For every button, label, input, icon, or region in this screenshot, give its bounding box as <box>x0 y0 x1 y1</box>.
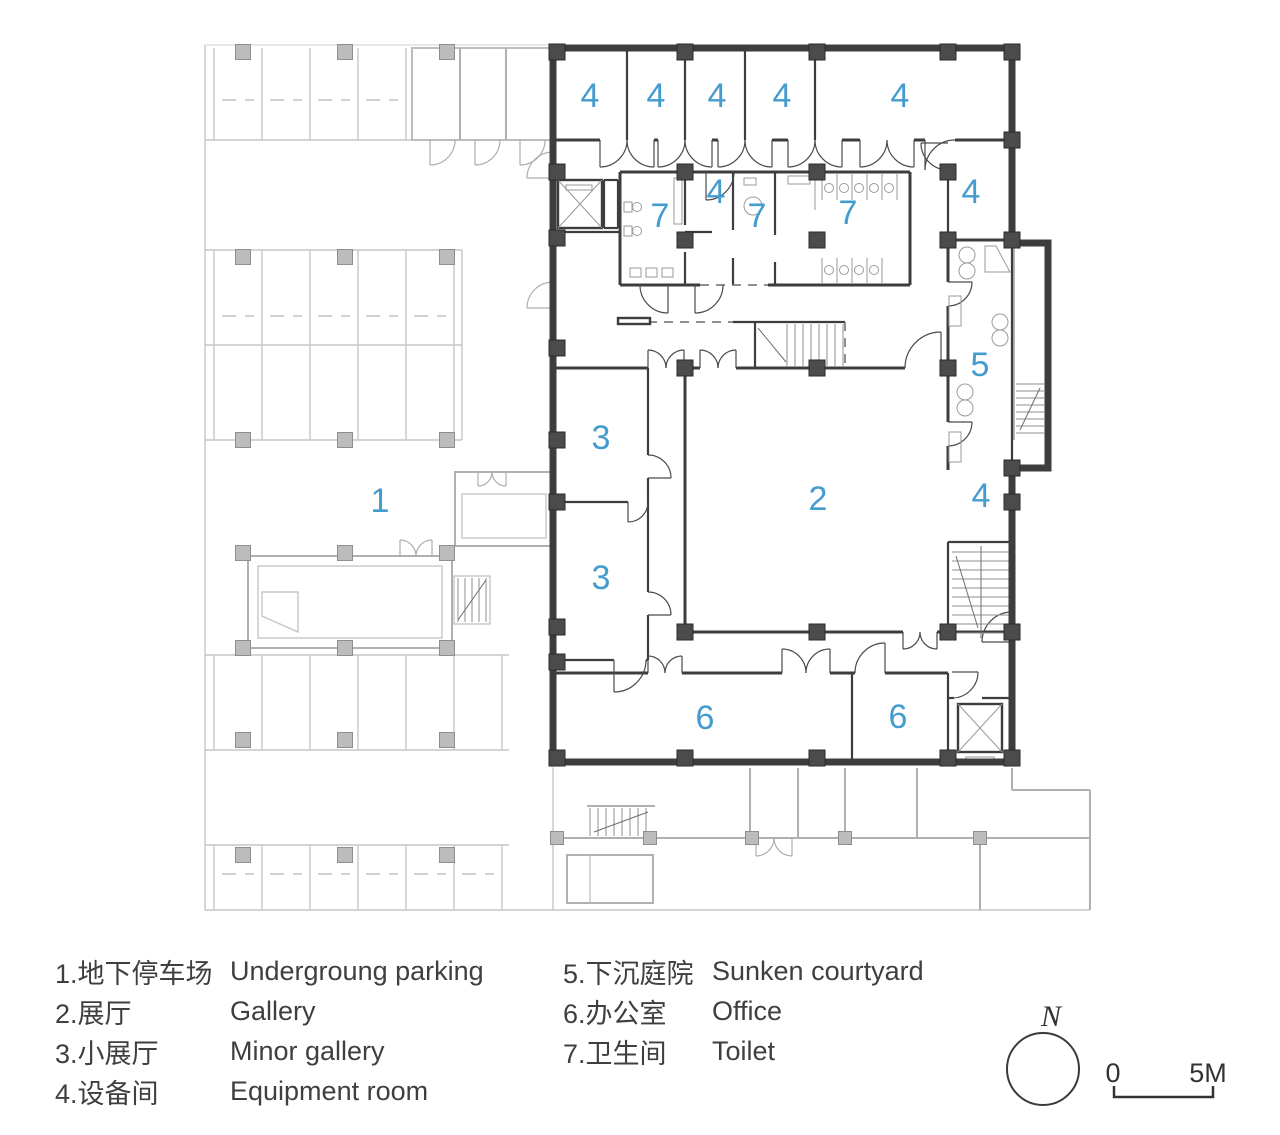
scale-start-label: 0 <box>1105 1058 1120 1088</box>
legend-row: 3.小展厅 Minor gallery <box>55 1031 484 1071</box>
scale-bar: 0 5M <box>1105 1058 1227 1099</box>
room-label: 4 <box>647 77 666 115</box>
door-swings <box>526 139 1013 699</box>
room-number-labels: 4 4 4 4 4 4 7 7 7 4 5 3 2 4 3 6 6 1 <box>371 77 991 737</box>
legend-left-column: 1.地下停车场 Undergroung parking 2.展厅 Gallery… <box>55 951 484 1111</box>
room-label: 6 <box>889 698 908 736</box>
room-label: 3 <box>592 559 611 597</box>
legend-row: 6.办公室 Office <box>563 991 924 1031</box>
interior-walls <box>553 138 1012 675</box>
legend-label-en: Minor gallery <box>230 1035 385 1066</box>
legend-label-zh: 4.设备间 <box>55 1078 159 1109</box>
legend-label-zh: 1.地下停车场 <box>55 958 213 989</box>
north-label: N <box>1040 1000 1063 1033</box>
legend-label-zh: 6.办公室 <box>563 998 667 1029</box>
legend-row: 5.下沉庭院 Sunken courtyard <box>563 951 924 991</box>
room-label: 6 <box>696 699 715 737</box>
legend-row: 1.地下停车场 Undergroung parking <box>55 951 484 991</box>
sunken-courtyard-furniture <box>948 245 1011 463</box>
legend-row: 7.卫生间 Toilet <box>563 1031 924 1071</box>
room-label: 7 <box>651 197 670 235</box>
legend-label-en: Sunken courtyard <box>712 955 924 986</box>
north-arrow-icon: N <box>1006 1000 1080 1106</box>
legend-label-zh: 7.卫生间 <box>563 1038 667 1069</box>
legend-right-column: 5.下沉庭院 Sunken courtyard 6.办公室 Office 7.卫… <box>563 951 924 1071</box>
room-label: 4 <box>581 77 600 115</box>
room-label: 4 <box>962 173 981 211</box>
legend-row: 4.设备间 Equipment room <box>55 1071 484 1111</box>
legend-row: 2.展厅 Gallery <box>55 991 484 1031</box>
room-label: 4 <box>972 477 991 515</box>
room-label: 2 <box>809 480 828 518</box>
room-label: 7 <box>748 197 767 235</box>
exterior-walls <box>549 44 1052 766</box>
room-label: 4 <box>707 173 726 211</box>
legend-label-en: Toilet <box>712 1035 776 1066</box>
room-label: 5 <box>971 346 990 384</box>
legend-label-en: Undergroung parking <box>230 955 484 986</box>
legend-label-en: Gallery <box>230 995 316 1026</box>
parking-stalls-and-walls <box>204 45 554 911</box>
structural-columns <box>548 43 1021 767</box>
legend-label-zh: 3.小展厅 <box>55 1038 159 1069</box>
room-label: 1 <box>371 482 390 520</box>
room-label: 3 <box>592 419 611 457</box>
legend-label-en: Office <box>712 995 783 1026</box>
legend-label-zh: 5.下沉庭院 <box>563 958 694 989</box>
parking-columns <box>235 44 987 863</box>
elevators <box>556 178 1004 763</box>
room-label: 7 <box>839 194 858 232</box>
room-label: 4 <box>708 77 727 115</box>
underground-parking-area <box>204 44 554 911</box>
staircases <box>757 248 1044 638</box>
legend-label-en: Equipment room <box>230 1075 429 1106</box>
scale-end-label: 5M <box>1189 1058 1227 1088</box>
room-label: 4 <box>891 77 910 115</box>
room-label: 4 <box>773 77 792 115</box>
legend-label-zh: 2.展厅 <box>55 998 132 1029</box>
basement-walls <box>552 768 1091 911</box>
